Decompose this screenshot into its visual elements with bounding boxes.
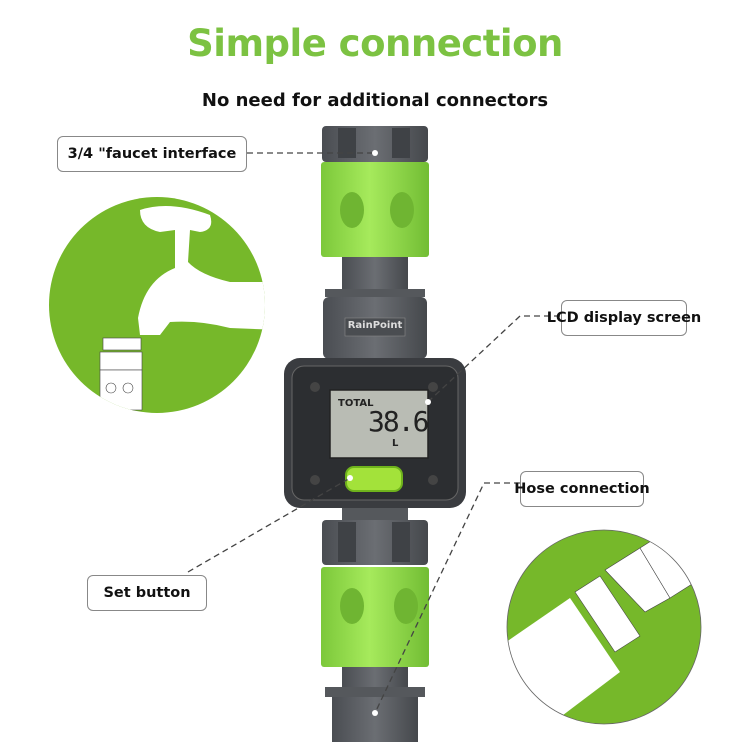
lcd-unit: L (392, 438, 399, 449)
hose-illustration-icon (506, 529, 702, 725)
page-subtitle: No need for additional connectors (201, 90, 549, 111)
callout-faucet-interface: 3/4 "faucet interface (57, 136, 247, 172)
callout-set-button: Set button (87, 575, 207, 611)
page-title: Simple connection (187, 22, 563, 65)
callout-hose-connection: Hose connection (514, 471, 650, 507)
lcd-value: 38.6 (368, 405, 429, 438)
callout-lcd-display: LCD display screen (547, 300, 701, 336)
lcd-total-label: TOTAL (338, 398, 374, 409)
set-button[interactable] (346, 467, 402, 491)
brand-logo: RainPoint (347, 320, 403, 331)
faucet-illustration-icon (49, 197, 265, 413)
